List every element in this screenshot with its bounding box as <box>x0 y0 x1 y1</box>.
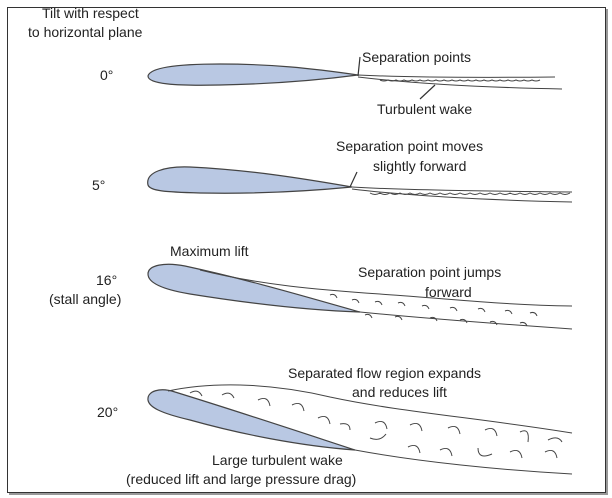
panel-16-degrees: 16° (stall angle) Maximum lift Separatio… <box>49 243 573 330</box>
eddy-20-9 <box>447 426 461 435</box>
eddy-16-3 <box>374 300 383 306</box>
wake-lower-0 <box>357 76 563 90</box>
wake-upper-20 <box>167 384 573 434</box>
wake-lower-20 <box>354 449 573 475</box>
wake-upper-16 <box>199 269 573 307</box>
label-maximum-lift: Maximum lift <box>170 243 249 259</box>
panel-0-degrees: 0° Separation points Turbulent wake <box>100 49 563 117</box>
airfoil-0 <box>147 63 359 86</box>
eddy-16-11 <box>394 315 403 321</box>
airfoil-5 <box>147 166 353 194</box>
airfoil-20 <box>147 389 356 451</box>
angle-label-0: 0° <box>100 67 113 83</box>
eddy-20-15 <box>439 448 453 457</box>
eddy-20-11 <box>519 430 529 443</box>
eddy-16-8 <box>504 309 513 315</box>
eddy-16-1 <box>329 293 338 299</box>
eddy-20-7 <box>374 421 388 430</box>
eddy-16-13 <box>459 318 468 324</box>
wake-leader-0 <box>419 84 436 100</box>
eddy-16-5 <box>421 304 430 310</box>
eddy-20-5 <box>317 416 331 425</box>
eddy-16-7 <box>477 307 486 313</box>
angle-label-16: 16° <box>96 272 117 288</box>
airfoil-16 <box>147 263 361 313</box>
eddy-20-2 <box>221 392 235 399</box>
eddy-16-15 <box>519 321 528 327</box>
eddy-20-16 <box>477 447 493 457</box>
angle-note-16: (stall angle) <box>49 291 121 307</box>
angle-label-20: 20° <box>97 404 118 420</box>
label-separation-points: Separation points <box>362 49 471 65</box>
panel-5-degrees: 5° Separation point moves slightly forwa… <box>92 138 573 203</box>
label-separation-moves-1: Separation point moves <box>336 138 483 154</box>
label-separated-flow-1: Separated flow region expands <box>288 365 481 381</box>
separation-leader-0 <box>357 56 361 77</box>
eddy-20-12 <box>547 437 563 443</box>
wake-eddies-0 <box>379 79 541 82</box>
wake-eddies-5 <box>369 192 571 195</box>
label-separated-flow-2: and reduces lift <box>352 384 447 400</box>
header-line-1: Tilt with respect <box>42 5 139 21</box>
eddy-20-10 <box>484 428 498 437</box>
eddy-20-4 <box>291 403 305 412</box>
eddy-16-10 <box>364 313 373 319</box>
eddy-16-9 <box>529 311 538 317</box>
eddy-16-4 <box>397 301 406 307</box>
label-large-wake-1: Large turbulent wake <box>212 452 343 468</box>
eddy-20-8 <box>409 423 423 432</box>
label-separation-moves-2: slightly forward <box>373 158 466 174</box>
eddy-16-2 <box>351 298 360 304</box>
label-turbulent-wake: Turbulent wake <box>377 101 472 117</box>
eddy-20-14 <box>407 445 421 454</box>
panel-20-degrees: 20° Separated flow region expands and re… <box>97 365 573 487</box>
eddy-16-6 <box>449 306 458 312</box>
angle-label-5: 5° <box>92 177 105 193</box>
header-line-2: to horizontal plane <box>28 24 143 40</box>
wake-upper-0 <box>357 74 556 78</box>
eddy-20-17 <box>509 450 523 459</box>
eddy-16-14 <box>489 320 498 326</box>
wake-lower-5 <box>351 188 573 203</box>
separation-leader-5 <box>349 171 358 188</box>
label-large-wake-2: (reduced lift and large pressure drag) <box>126 471 356 487</box>
eddy-20-6 <box>339 423 351 431</box>
wake-lower-16 <box>359 311 573 330</box>
eddy-20-3 <box>257 398 271 407</box>
label-separation-jumps-1: Separation point jumps <box>358 264 501 280</box>
eddy-20-18 <box>544 450 558 459</box>
eddy-20-13 <box>369 433 387 440</box>
wake-upper-5 <box>351 186 573 193</box>
diagram-frame <box>7 7 606 493</box>
eddy-20-1 <box>189 390 203 397</box>
eddy-16-12 <box>429 316 438 322</box>
label-separation-jumps-2: forward <box>425 284 472 300</box>
